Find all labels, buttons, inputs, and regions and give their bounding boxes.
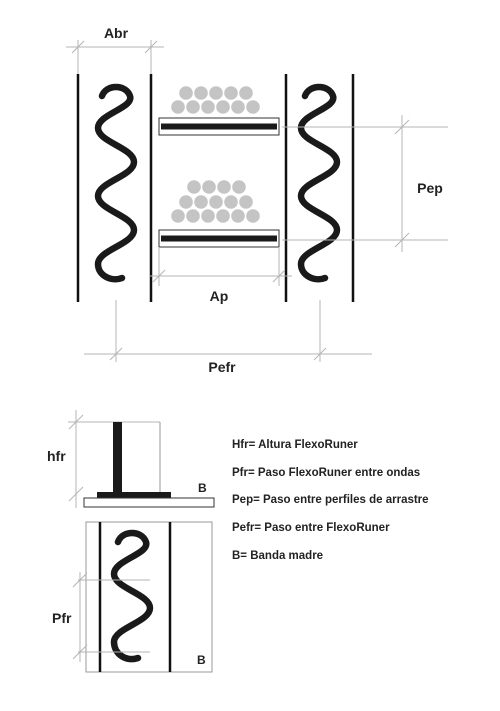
legend-item-b: B= Banda madre <box>232 550 323 562</box>
roll <box>246 209 260 223</box>
legend-item-hfr: Hfr= Altura FlexoRuner <box>232 439 358 451</box>
ap-label: Ap <box>210 288 229 304</box>
wave-view: Pfr B <box>52 521 213 673</box>
left-flexoruner-wave <box>94 83 138 283</box>
roll <box>217 180 231 194</box>
abr-label: Abr <box>104 25 129 41</box>
b-label-wave: B <box>197 653 206 667</box>
legend-item-pfr: Pfr= Paso FlexoRuner entre ondas <box>232 467 420 479</box>
abr-dimension: Abr <box>66 25 164 74</box>
right-flexoruner-wave <box>297 83 341 283</box>
roll <box>224 195 238 209</box>
pfr-label: Pfr <box>52 610 72 626</box>
roll <box>187 180 201 194</box>
roll <box>231 209 245 223</box>
pep-label: Pep <box>417 180 443 196</box>
roll <box>179 195 193 209</box>
roll <box>239 86 253 100</box>
roll <box>224 86 238 100</box>
roll <box>209 195 223 209</box>
top-view: Abr <box>66 25 448 375</box>
roll <box>186 209 200 223</box>
legend-item-pefr: Pefr= Paso entre FlexoRuner <box>232 522 390 534</box>
ap-dimension: Ap <box>150 247 292 304</box>
upper-roll-stack <box>171 86 260 114</box>
roll <box>194 195 208 209</box>
lower-roll-stack <box>171 180 260 223</box>
roll <box>231 100 245 114</box>
roll <box>246 100 260 114</box>
roll <box>171 100 185 114</box>
roll <box>232 180 246 194</box>
legend-item-pep: Pep= Paso entre perfiles de arrastre <box>232 494 429 506</box>
roll <box>201 100 215 114</box>
pefr-label: Pefr <box>208 359 236 375</box>
channel-walls <box>76 74 355 302</box>
flexoruner-stem <box>113 422 122 494</box>
roll <box>209 86 223 100</box>
single-flexoruner-wave <box>110 529 154 663</box>
lower-drag-profile <box>158 229 280 248</box>
roll <box>179 86 193 100</box>
roll <box>186 100 200 114</box>
roll <box>194 86 208 100</box>
roll <box>171 209 185 223</box>
roll <box>216 209 230 223</box>
flexoruner-base <box>97 492 171 498</box>
mother-belt-outline <box>85 521 213 673</box>
hfr-label: hfr <box>47 448 66 464</box>
b-label-side: B <box>198 481 207 495</box>
upper-drag-profile <box>158 117 280 136</box>
pep-dimension: Pep <box>282 115 448 252</box>
roll <box>239 195 253 209</box>
side-view: hfr B <box>47 410 215 508</box>
roll <box>201 209 215 223</box>
roll <box>216 100 230 114</box>
roll <box>202 180 216 194</box>
legend: Hfr= Altura FlexoRuner Pfr= Paso FlexoRu… <box>232 439 429 562</box>
mother-belt-section <box>83 497 215 508</box>
pefr-dimension: Pefr <box>84 300 372 375</box>
